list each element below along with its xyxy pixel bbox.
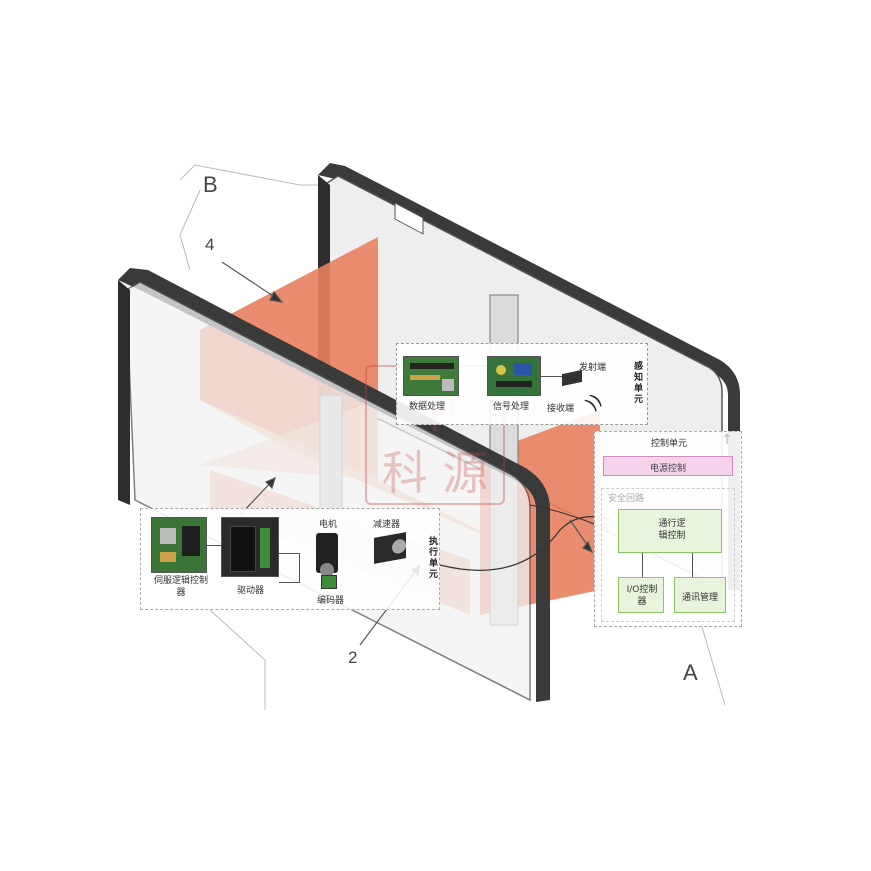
data-processing-board bbox=[403, 356, 459, 396]
signal-processing-label: 信号处理 bbox=[493, 402, 530, 412]
transmitter-label: 发射端 bbox=[579, 363, 607, 373]
control-unit-label: 控制单元 bbox=[651, 439, 688, 449]
watermark-line2: 科 源 bbox=[381, 446, 489, 500]
motor-label: 电机 bbox=[319, 520, 338, 530]
servo-controller-label: 伺服逻辑控制器 bbox=[153, 576, 208, 598]
safety-loop-box: 安全回路 通行逻辑控制 I/O控制器 通讯管理 bbox=[601, 488, 735, 622]
label-b: B bbox=[203, 172, 218, 197]
encoder-label: 编码器 bbox=[317, 596, 345, 606]
leader-lines bbox=[179, 164, 726, 710]
signal-processing-board bbox=[487, 356, 541, 396]
motor-device bbox=[316, 533, 338, 577]
cable bbox=[439, 516, 611, 571]
label-4: 4 bbox=[205, 235, 215, 254]
wifi-icon: )) bbox=[581, 390, 607, 415]
comm-management-box: 通讯管理 bbox=[674, 577, 726, 613]
reducer-label: 减速器 bbox=[373, 520, 401, 530]
safety-loop-label: 安全回路 bbox=[608, 494, 645, 504]
data-processing-label: 数据处理 bbox=[409, 402, 446, 412]
comm-management-label: 通讯管理 bbox=[681, 593, 718, 603]
label-a: A bbox=[683, 660, 698, 685]
io-controller-label: I/O控制器 bbox=[626, 585, 658, 607]
control-unit-box: 控制单元 ↑ 电源控制 安全回路 通行逻辑控制 I/O控制器 通讯管理 bbox=[594, 431, 742, 627]
power-control-label: 电源控制 bbox=[649, 464, 686, 474]
sensing-unit-label: 感知单元 bbox=[634, 362, 644, 405]
execution-unit-label: 执行单元 bbox=[429, 537, 439, 580]
driver-device bbox=[221, 517, 279, 577]
servo-controller-board bbox=[151, 517, 207, 573]
driver-label: 驱动器 bbox=[237, 586, 265, 596]
pass-logic-box: 通行逻辑控制 bbox=[618, 509, 722, 553]
encoder-device bbox=[321, 575, 337, 589]
sensing-unit-box: 数据处理 信号处理 发射端 接收端 )) 感知单元 bbox=[396, 343, 648, 425]
expand-arrow-icon: ↑ bbox=[721, 432, 733, 448]
io-controller-box: I/O控制器 bbox=[618, 577, 664, 613]
pass-logic-label: 通行逻辑控制 bbox=[658, 519, 686, 541]
reducer-device bbox=[374, 532, 406, 564]
power-control-box: 电源控制 bbox=[603, 456, 733, 476]
receiver-label: 接收端 bbox=[547, 404, 575, 414]
execution-unit-box: 伺服逻辑控制器 驱动器 电机 编码器 减速器 执行单元 bbox=[140, 508, 440, 610]
label-2: 2 bbox=[348, 648, 358, 667]
